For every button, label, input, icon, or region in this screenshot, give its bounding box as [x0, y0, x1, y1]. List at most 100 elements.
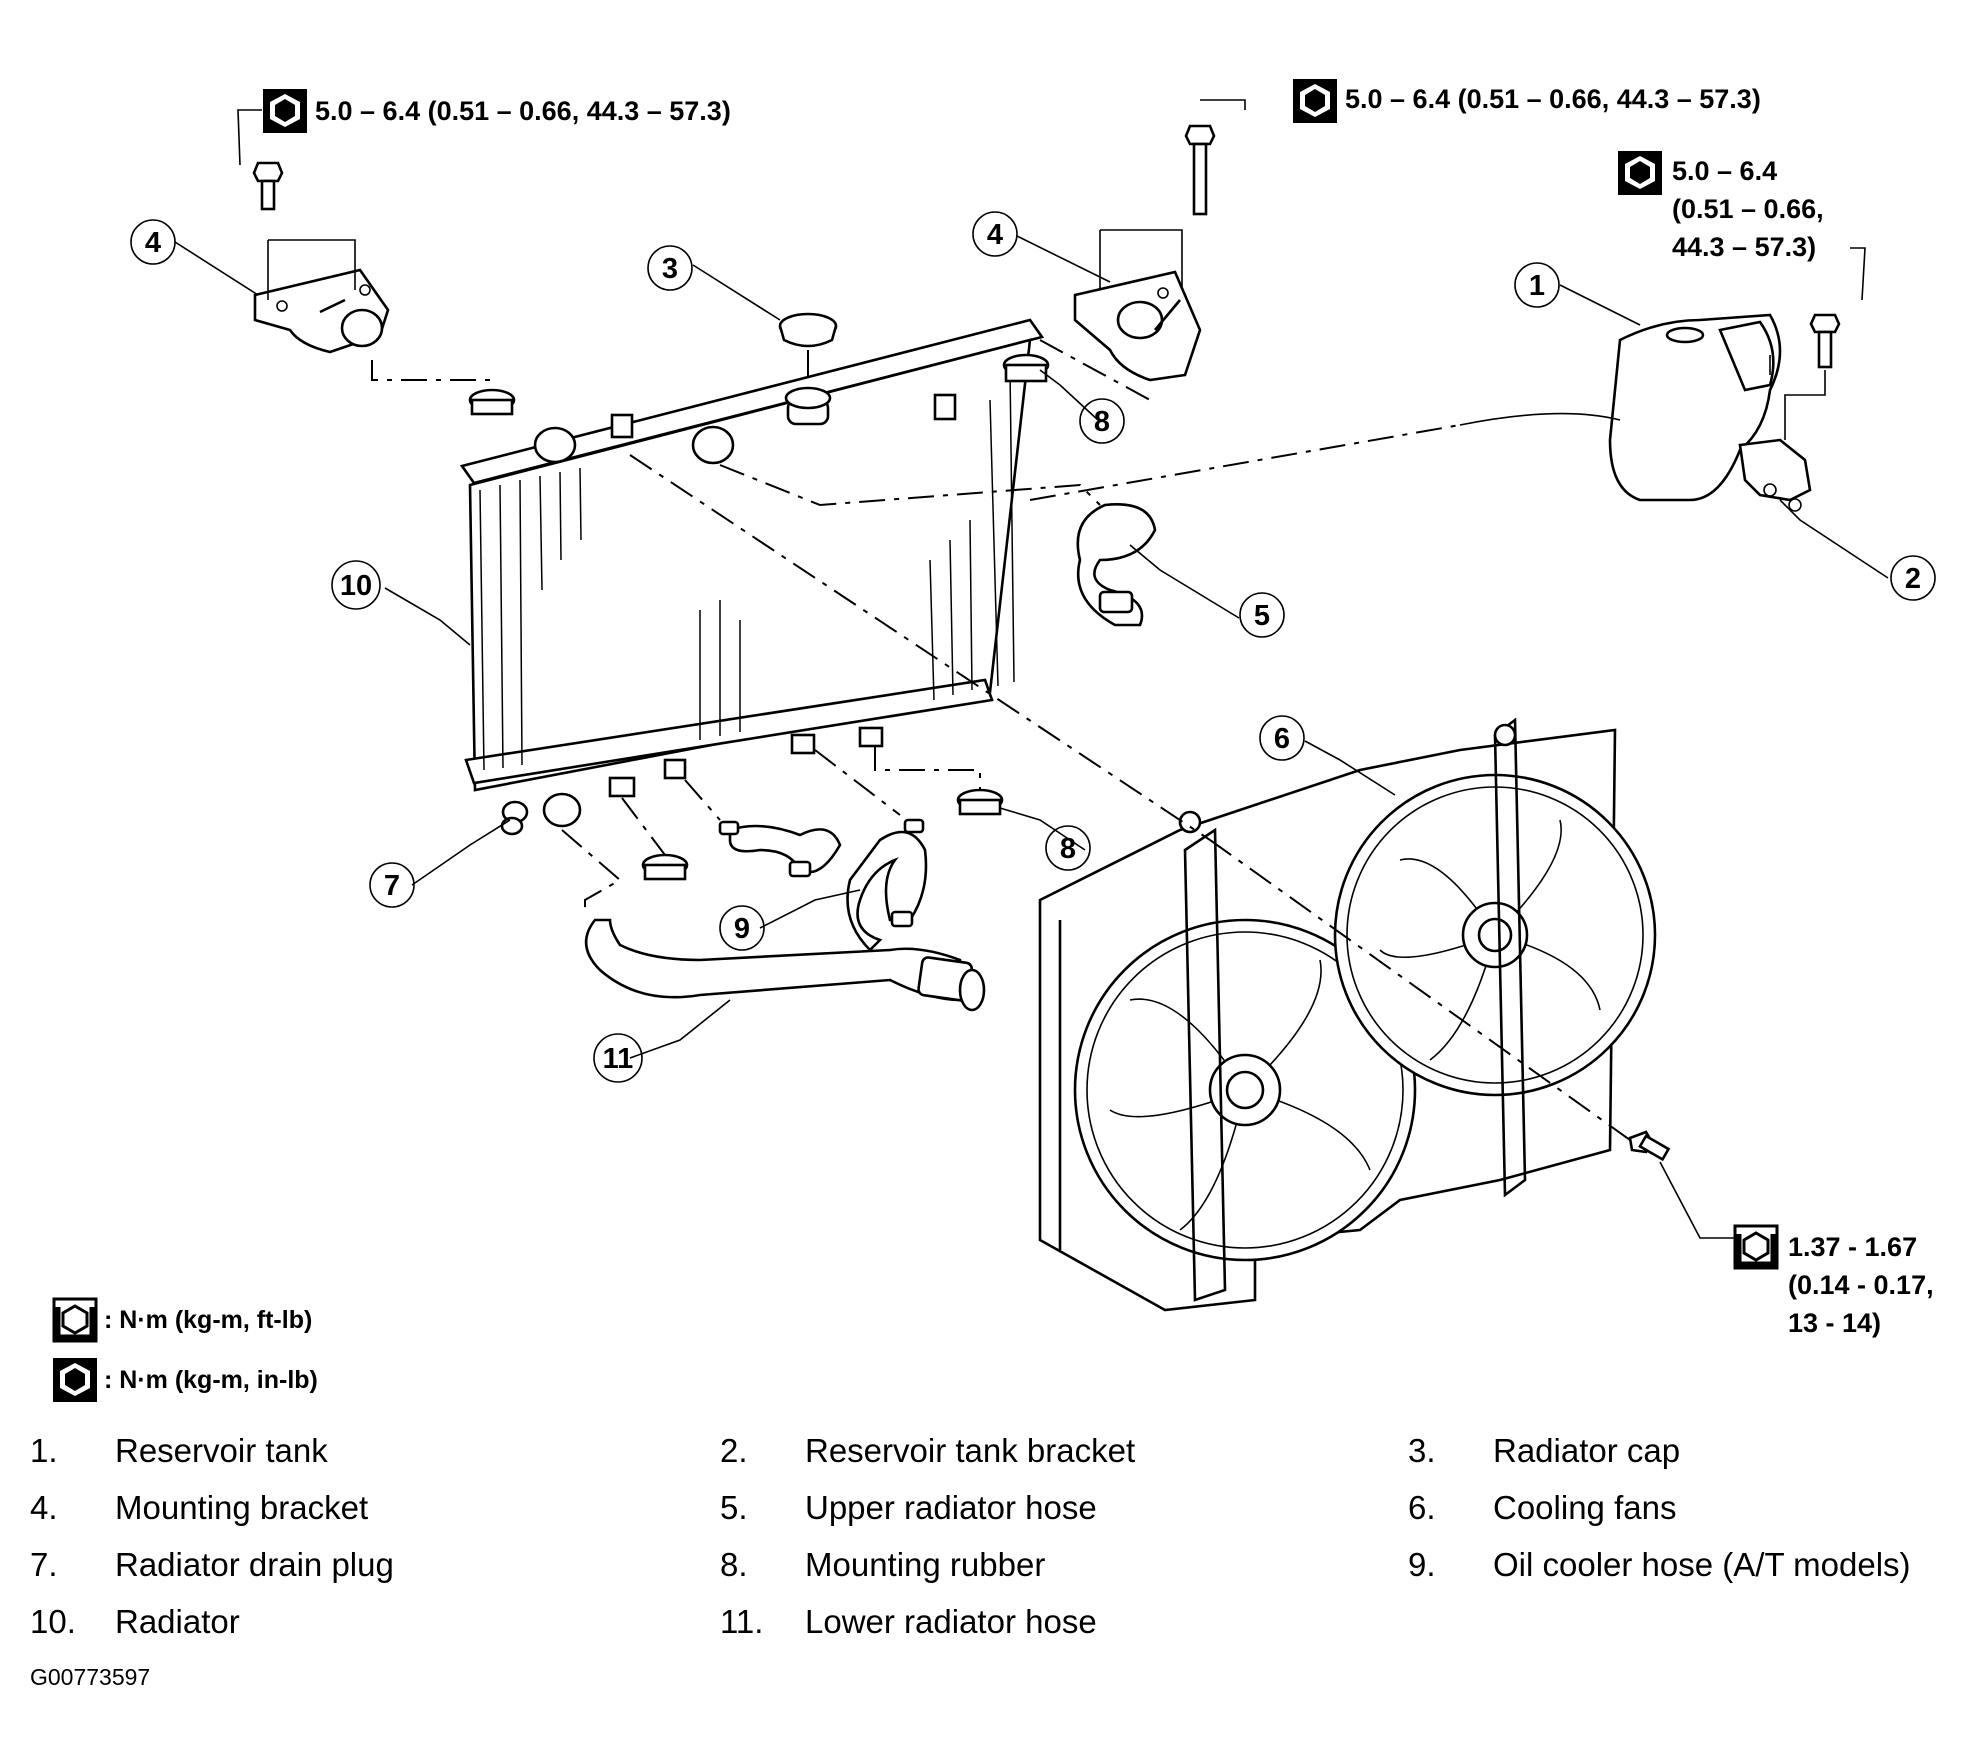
part-number: 9. [1408, 1546, 1436, 1583]
svg-text:11: 11 [603, 1043, 634, 1075]
part-item: 9. Oil cooler hose (A/T models) [1408, 1546, 1911, 1584]
torque-spec-left: 5.0 – 6.4 (0.51 – 0.66, 44.3 – 57.3) [237, 89, 731, 166]
part-name: Radiator [115, 1603, 240, 1640]
part-number: 10. [30, 1603, 76, 1640]
part-item: 4. Mounting bracket [30, 1489, 368, 1527]
part-name: Mounting bracket [115, 1489, 369, 1526]
part-item: 1. Reservoir tank [30, 1432, 328, 1470]
torque-spec-fan: 1.37 - 1.67 (0.14 - 0.17, 13 - 14) [1735, 1226, 1934, 1338]
legend-in-lb-label: : N·m (kg-m, in-lb) [104, 1365, 318, 1394]
figure-id: G00773597 [30, 1664, 151, 1690]
legend-ft-lb-label: : N·m (kg-m, ft-lb) [104, 1305, 313, 1334]
callout-11: 11 [593, 1033, 643, 1083]
part-name: Reservoir tank [115, 1432, 328, 1469]
bolt-left [252, 161, 284, 211]
svg-text:6: 6 [1274, 723, 1290, 755]
part-name: Radiator cap [1493, 1432, 1681, 1469]
upper-radiator-hose [719, 464, 1157, 627]
radiator-drain-plug [500, 816, 524, 836]
svg-text:(0.51 – 0.66,: (0.51 – 0.66, [1672, 194, 1824, 224]
callout-7: 7 [369, 862, 415, 908]
svg-text:5.0 – 6.4 (0.51 – 0.66, 44.3 –: 5.0 – 6.4 (0.51 – 0.66, 44.3 – 57.3) [1345, 84, 1761, 114]
bolt-reservoir [1809, 313, 1841, 369]
radiator-exploded-diagram: 1 2 3 4 4 5 6 7 8 8 9 10 [130, 79, 1936, 1338]
svg-text:7: 7 [384, 870, 400, 902]
part-name: Radiator drain plug [115, 1546, 394, 1583]
svg-text:5: 5 [1254, 600, 1270, 632]
part-name: Cooling fans [1493, 1489, 1677, 1526]
mounting-rubbers [621, 745, 1004, 881]
svg-text:5.0 – 6.4 (0.51 – 0.66, 44.3 –: 5.0 – 6.4 (0.51 – 0.66, 44.3 – 57.3) [315, 96, 731, 126]
svg-text:4: 4 [987, 219, 1003, 251]
svg-text:8: 8 [1060, 833, 1076, 865]
part-item: 7. Radiator drain plug [30, 1546, 394, 1584]
callout-8-bottom: 8 [1045, 825, 1091, 871]
svg-text:4: 4 [145, 227, 161, 259]
torque-in-lb-icon [1618, 151, 1662, 195]
callout-1: 1 [1514, 262, 1560, 308]
svg-text:3: 3 [662, 253, 678, 285]
callout-10: 10 [331, 560, 381, 610]
legend-in-lb: : N·m (kg-m, in-lb) [52, 1358, 318, 1402]
part-number: 7. [30, 1546, 58, 1583]
svg-text:1.37 - 1.67: 1.37 - 1.67 [1788, 1232, 1917, 1262]
part-item: 2. Reservoir tank bracket [720, 1432, 1135, 1470]
svg-text:13 - 14): 13 - 14) [1788, 1308, 1881, 1338]
callout-4-right: 4 [972, 211, 1018, 257]
callout-2: 2 [1890, 555, 1936, 601]
part-item: 11. Lower radiator hose [720, 1603, 1097, 1641]
svg-text:1: 1 [1529, 270, 1545, 302]
part-number: 1. [30, 1432, 58, 1469]
part-number: 2. [720, 1432, 748, 1469]
part-name: Oil cooler hose (A/T models) [1493, 1546, 1911, 1583]
part-name: Upper radiator hose [805, 1489, 1097, 1526]
part-item: 6. Cooling fans [1408, 1489, 1676, 1527]
torque-spec-reservoir: 5.0 – 6.4 (0.51 – 0.66, 44.3 – 57.3) [1618, 151, 1866, 301]
cooling-fan-shroud [629, 454, 1671, 1312]
part-number: 4. [30, 1489, 58, 1526]
torque-ft-lb-icon [1735, 1226, 1777, 1268]
legend-ft-lb: : N·m (kg-m, ft-lb) [52, 1298, 312, 1342]
oil-cooler-hoses [684, 749, 928, 952]
callout-3: 3 [647, 245, 693, 291]
reservoir-tank-bracket [1738, 313, 1841, 512]
part-number: 11. [720, 1603, 764, 1640]
svg-text:2: 2 [1905, 563, 1921, 595]
radiator [459, 318, 1045, 828]
svg-text:44.3 – 57.3): 44.3 – 57.3) [1672, 232, 1816, 262]
mounting-bracket-left [252, 161, 516, 416]
part-number: 6. [1408, 1489, 1436, 1526]
callout-6: 6 [1259, 715, 1305, 761]
part-number: 8. [720, 1546, 748, 1583]
part-number: 5. [720, 1489, 748, 1526]
radiator-cap [778, 312, 838, 385]
part-name: Reservoir tank bracket [805, 1432, 1136, 1469]
mounting-bracket-right [1002, 99, 1246, 401]
part-item: 5. Upper radiator hose [720, 1489, 1097, 1527]
svg-text:9: 9 [734, 913, 750, 945]
lower-radiator-hose [561, 829, 986, 1012]
callout-9: 9 [719, 905, 765, 951]
part-item: 10. Radiator [30, 1603, 240, 1641]
bolt-fan [1628, 1130, 1671, 1162]
leader-lines [174, 235, 1889, 1239]
part-number: 3. [1408, 1432, 1436, 1469]
svg-text:8: 8 [1094, 406, 1110, 438]
bolt-right [1184, 124, 1216, 216]
callout-5: 5 [1239, 592, 1285, 638]
svg-text:10: 10 [340, 570, 372, 602]
callout-8-top: 8 [1079, 398, 1125, 444]
torque-in-lb-icon [263, 89, 307, 133]
torque-ft-lb-icon [52, 1297, 98, 1343]
part-name: Mounting rubber [805, 1546, 1046, 1583]
torque-in-lb-icon [1293, 79, 1337, 123]
reservoir-tank [1029, 313, 1782, 502]
svg-text:5.0 – 6.4: 5.0 – 6.4 [1672, 156, 1777, 186]
callout-4-left: 4 [130, 219, 176, 265]
torque-in-lb-icon [52, 1357, 98, 1403]
torque-spec-right: 5.0 – 6.4 (0.51 – 0.66, 44.3 – 57.3) [1293, 79, 1761, 123]
part-item: 8. Mounting rubber [720, 1546, 1045, 1584]
part-name: Lower radiator hose [805, 1603, 1097, 1640]
part-item: 3. Radiator cap [1408, 1432, 1680, 1470]
svg-text:(0.14 - 0.17,: (0.14 - 0.17, [1788, 1270, 1934, 1300]
